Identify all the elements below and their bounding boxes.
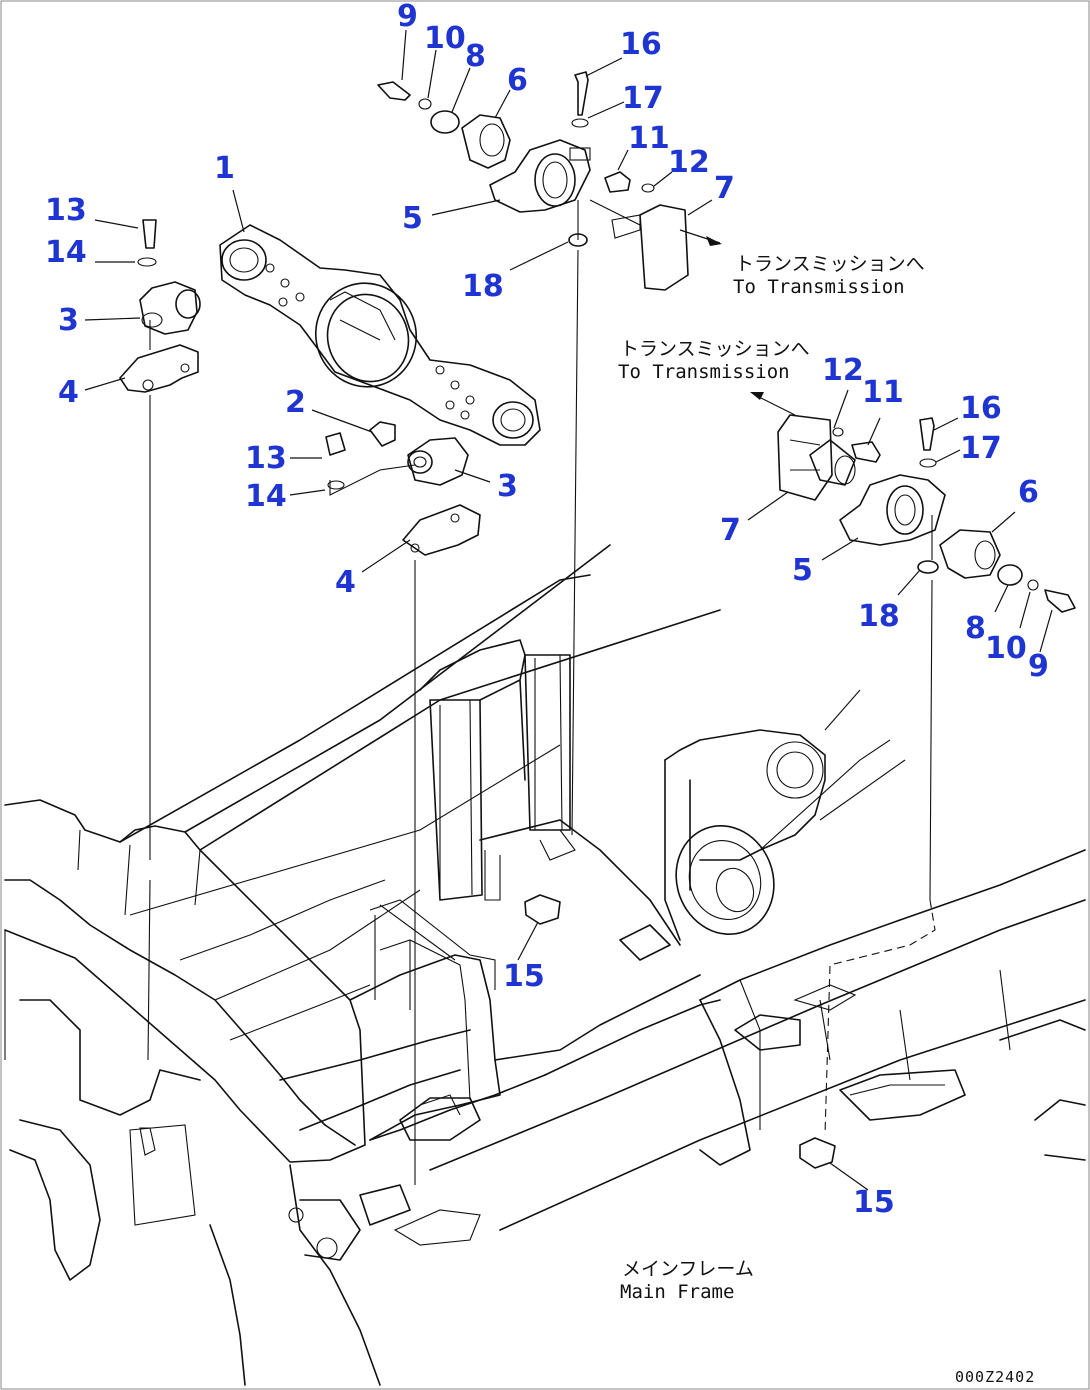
- callout-15: 15: [503, 959, 545, 994]
- washer-10b: [1027, 579, 1039, 591]
- note-to-transmission-jp-2: トランスミッションへ: [620, 338, 810, 360]
- drawing-code: 000Z2402: [955, 1368, 1035, 1386]
- plate-8: [430, 110, 460, 134]
- callout-7b: 7: [720, 513, 741, 548]
- right-trunnion-assembly: [750, 392, 1076, 613]
- note-to-transmission-jp-1: トランスミッションへ: [735, 253, 925, 275]
- callout-18b: 18: [858, 599, 900, 634]
- bolt-16: [574, 71, 589, 116]
- shim-18b: [917, 560, 939, 574]
- callout-3b: 3: [497, 469, 518, 504]
- note-main-frame-jp: メインフレーム: [622, 1258, 754, 1280]
- equalizer-bar-1: [219, 224, 541, 446]
- note-main-frame-en: Main Frame: [620, 1281, 734, 1303]
- bolt-9b: [1044, 589, 1076, 613]
- callout-4b: 4: [335, 565, 356, 600]
- washer-12: [641, 183, 655, 193]
- callout-1: 1: [214, 151, 235, 186]
- shim-18: [568, 233, 588, 247]
- callout-8: 8: [465, 39, 486, 74]
- callout-13: 13: [45, 193, 87, 228]
- upper-trunnion-assembly: [377, 71, 722, 291]
- callout-labels: 9 10 8 6 16 17 11 12 7 5 18 1 13 14 3 4 …: [45, 0, 1049, 1220]
- housing-5: [489, 139, 591, 213]
- bushing-6: [461, 114, 511, 169]
- callout-18: 18: [462, 269, 504, 304]
- callout-15b: 15: [853, 1185, 895, 1220]
- callout-11b: 11: [862, 375, 904, 410]
- bushing-6b: [939, 529, 1001, 579]
- callout-13b: 13: [245, 441, 287, 476]
- note-to-transmission-en-2: To Transmission: [618, 361, 790, 383]
- rubber-mount-3b: [407, 437, 469, 486]
- callout-2: 2: [285, 385, 306, 420]
- callout-4: 4: [58, 375, 79, 410]
- callout-11: 11: [628, 121, 670, 156]
- note-to-transmission-en-1: To Transmission: [733, 276, 905, 298]
- washer-14b: [327, 480, 345, 490]
- callout-9b: 9: [1028, 649, 1049, 684]
- plate-8b: [997, 564, 1023, 586]
- washer-17b: [919, 458, 937, 468]
- callout-14b: 14: [245, 479, 287, 514]
- callout-10: 10: [424, 21, 466, 56]
- annotations: トランスミッションへ To Transmission トランスミッションへ To…: [618, 253, 1035, 1386]
- callout-5b: 5: [792, 553, 813, 588]
- callout-12: 12: [668, 145, 710, 180]
- callout-12b: 12: [822, 353, 864, 388]
- bolt-11: [604, 171, 631, 193]
- callout-5: 5: [402, 201, 423, 236]
- callout-10b: 10: [985, 631, 1027, 666]
- callout-7: 7: [714, 171, 735, 206]
- pin-2: [369, 421, 396, 447]
- housing-5b: [839, 474, 946, 546]
- callout-16: 16: [620, 27, 662, 62]
- bracket-4: [119, 344, 199, 393]
- callout-17b: 17: [960, 431, 1002, 466]
- main-frame: [4, 544, 1086, 1386]
- bolt-13: [142, 219, 157, 249]
- plate-7b: [777, 414, 833, 501]
- bracket-4b: [402, 504, 481, 556]
- plate-7: [639, 204, 689, 291]
- callout-17: 17: [622, 81, 664, 116]
- callout-16b: 16: [960, 391, 1002, 426]
- bolt-9: [377, 81, 411, 101]
- callout-6b: 6: [1018, 475, 1039, 510]
- washer-12b: [832, 427, 844, 437]
- left-mount-assembly: [119, 219, 201, 393]
- callout-8b: 8: [965, 611, 986, 646]
- washer-14: [137, 257, 157, 267]
- center-mount-assembly: [325, 432, 481, 556]
- bolt-13b: [325, 432, 346, 456]
- washer-10: [418, 98, 432, 110]
- washer-17: [571, 118, 589, 128]
- callout-14: 14: [45, 235, 87, 270]
- block-15b: [799, 1137, 836, 1169]
- block-15a: [524, 894, 561, 925]
- leader-lines: [84, 29, 1053, 1191]
- callout-3: 3: [58, 303, 79, 338]
- callout-9: 9: [397, 0, 418, 34]
- bolt-16b: [919, 417, 935, 451]
- callout-6: 6: [507, 63, 528, 98]
